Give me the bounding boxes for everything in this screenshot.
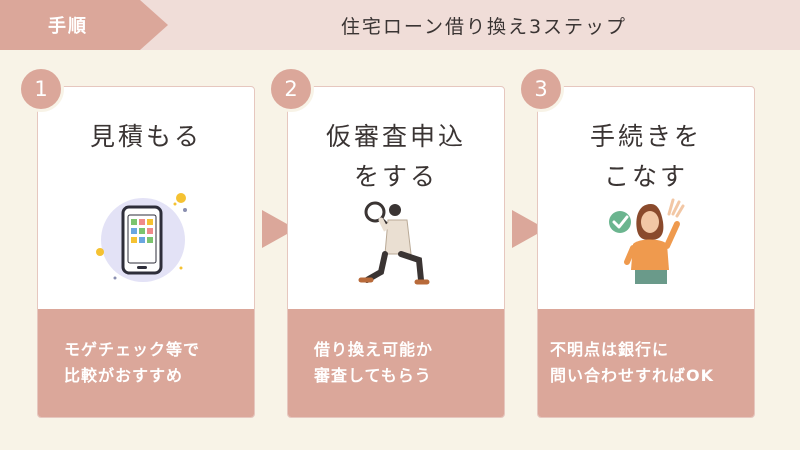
check-person-icon bbox=[609, 198, 685, 284]
step-card-3: 手続きを こなす 不明点は銀行に 問い合わせすればOK bbox=[537, 86, 755, 418]
step-1-title: 見積もる bbox=[89, 122, 202, 151]
step-2-description: 借り換え可能か 審査してもらう bbox=[288, 309, 504, 417]
step-2-number: 2 bbox=[268, 66, 314, 112]
step-3-title: 手続きを こなす bbox=[589, 122, 702, 191]
magnifier-person-icon bbox=[358, 201, 430, 285]
smartphone-icon bbox=[96, 193, 187, 282]
header-tag: 手順 bbox=[0, 0, 168, 50]
page-title: 住宅ローン借り換え3ステップ bbox=[340, 15, 628, 38]
step-1-number: 1 bbox=[18, 66, 64, 112]
step-2-title: 仮審査申込 をする bbox=[325, 122, 466, 191]
step-3-number: 3 bbox=[518, 66, 564, 112]
step-3-description: 不明点は銀行に 問い合わせすればOK bbox=[538, 309, 754, 417]
step-1-description: モゲチェック等で 比較がおすすめ bbox=[38, 309, 254, 417]
